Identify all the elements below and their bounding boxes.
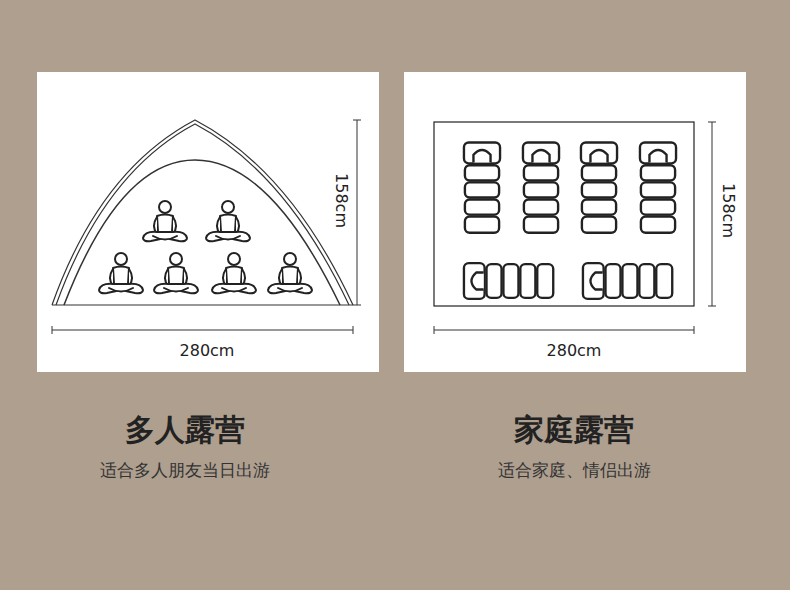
dimension-label: 280cm (180, 341, 235, 360)
heading: 家庭露营 (514, 410, 634, 451)
dimension-label: 158cm (718, 183, 737, 238)
dimension-lines (52, 120, 716, 334)
sleeping-bags (464, 142, 676, 298)
left-panel (37, 72, 379, 372)
tent-floor (434, 122, 694, 306)
heading: 多人露营 (125, 410, 245, 451)
subtitle: 适合家庭、情侣出游 (498, 459, 651, 482)
people (99, 201, 312, 293)
dimension-label: 158cm (331, 173, 350, 228)
subtitle: 适合多人朋友当日出游 (100, 459, 270, 482)
right-panel (404, 72, 746, 372)
tent-outline (52, 120, 353, 305)
dimension-label: 280cm (547, 341, 602, 360)
